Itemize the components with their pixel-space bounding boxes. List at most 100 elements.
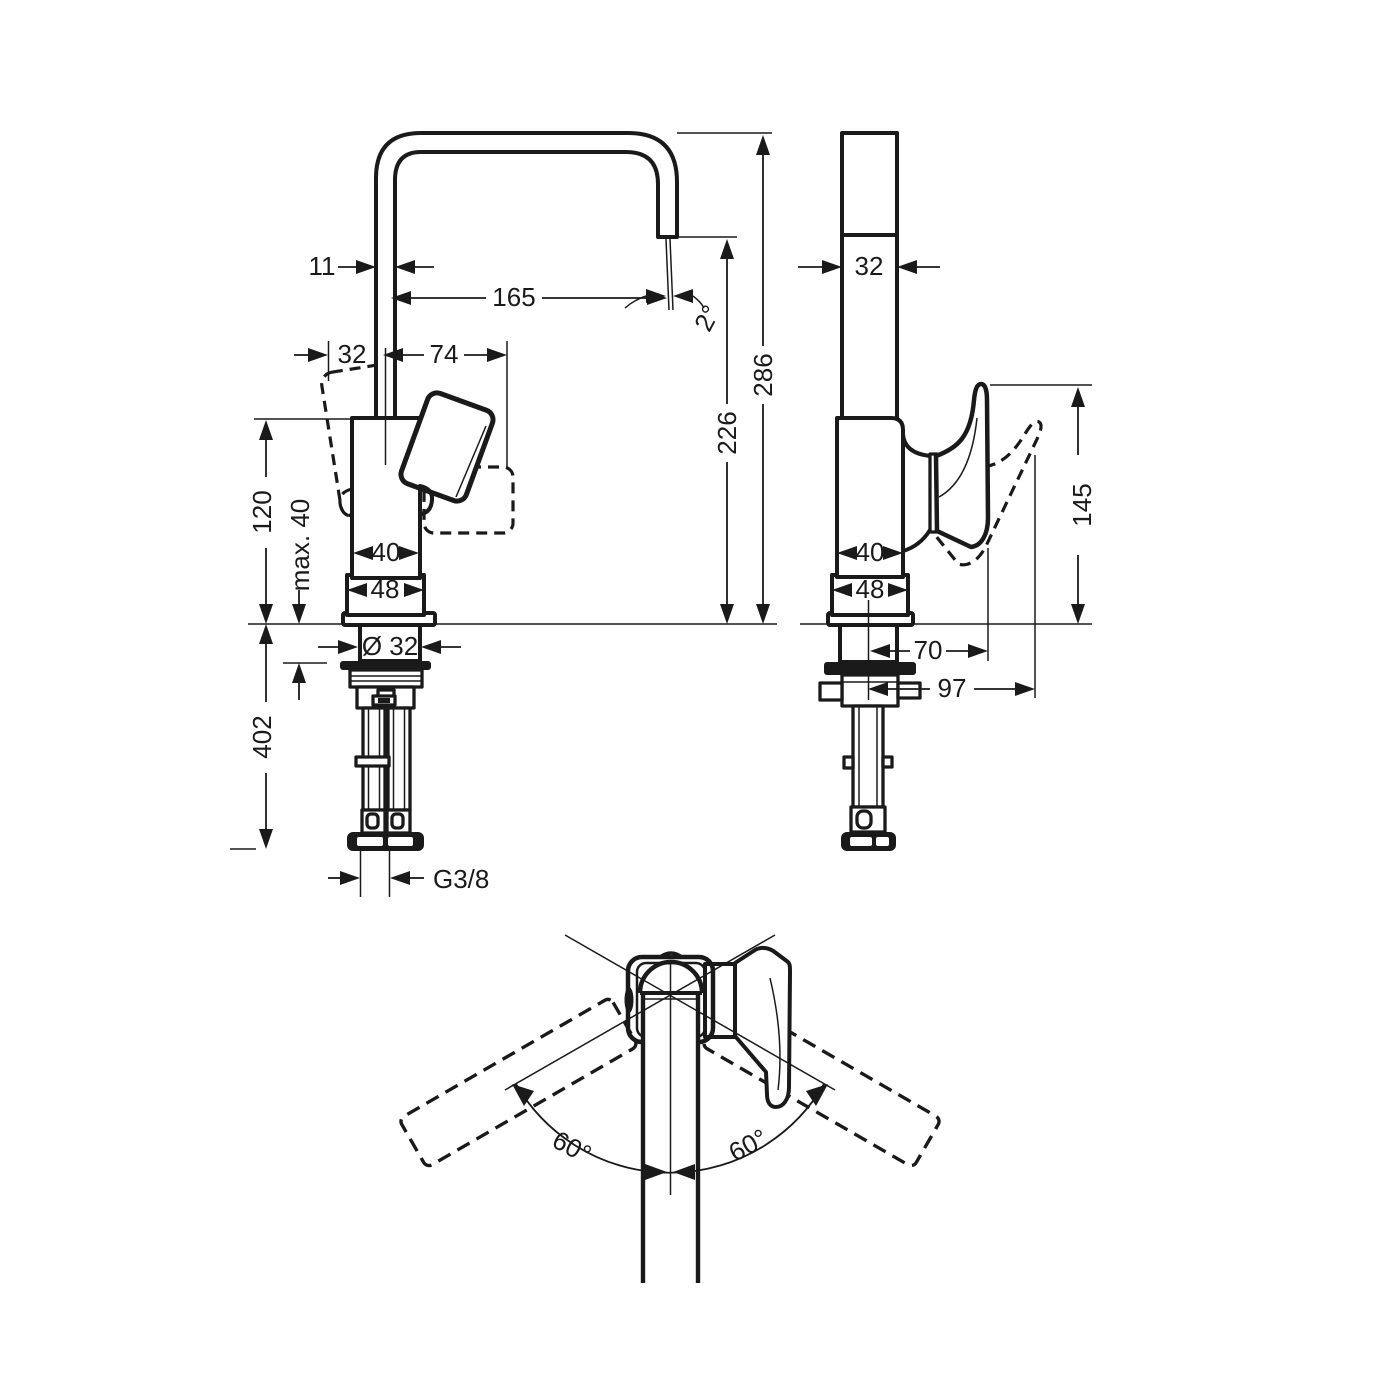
arrowhead bbox=[292, 604, 306, 624]
handle-dashed-pivot-nub bbox=[338, 487, 353, 518]
washer bbox=[340, 661, 431, 670]
dim-under-counter: 402 bbox=[247, 715, 277, 758]
arrowhead bbox=[259, 604, 273, 624]
pivot-pin-plan bbox=[624, 987, 634, 1013]
top-view: 60° 60° bbox=[399, 934, 941, 1283]
hose-band bbox=[354, 755, 391, 768]
nut-tab-right bbox=[896, 681, 922, 700]
arrowhead bbox=[720, 604, 734, 624]
arrowhead bbox=[356, 260, 376, 274]
arrowhead bbox=[340, 871, 360, 885]
handle-dashed-open-position bbox=[933, 419, 1043, 567]
side-view-dimensions: 32 145 40 48 70 97 bbox=[798, 251, 1097, 703]
arrowhead bbox=[1071, 387, 1085, 407]
dim-thread: G3/8 bbox=[433, 864, 489, 894]
dim-width-base: 48 bbox=[371, 574, 400, 604]
dim-depth-base: 48 bbox=[856, 574, 885, 604]
handle-blade-inner-edge bbox=[455, 425, 487, 498]
connector-bracket bbox=[347, 832, 424, 851]
washer bbox=[824, 662, 916, 675]
arrowhead bbox=[391, 291, 411, 305]
arrowhead bbox=[308, 348, 328, 362]
hose-nub bbox=[881, 755, 894, 769]
connector-slot bbox=[390, 812, 405, 830]
arrowhead bbox=[756, 135, 770, 155]
mounting-nut bbox=[840, 673, 900, 708]
arrowhead bbox=[1015, 682, 1035, 696]
handle-neck bbox=[901, 432, 932, 458]
dim-pipe-width: 11 bbox=[309, 251, 336, 281]
arrowhead bbox=[832, 583, 852, 597]
supply-hose bbox=[851, 704, 885, 809]
body-top-dome bbox=[658, 951, 684, 959]
handle-mount-plan bbox=[703, 962, 737, 1039]
handle-blade bbox=[933, 381, 991, 550]
arrowhead bbox=[421, 640, 441, 654]
arrowhead bbox=[390, 871, 410, 885]
handle-neck bbox=[901, 528, 932, 553]
arrowhead bbox=[822, 260, 842, 274]
arrowhead bbox=[673, 1164, 695, 1180]
hose-nub bbox=[842, 755, 855, 770]
handle-pivot-nub bbox=[418, 484, 435, 516]
dim-depth-top: 40 bbox=[856, 537, 885, 567]
front-view-dimensions: 11 32 74 165 2° 226 bbox=[230, 132, 778, 894]
spout-column bbox=[840, 131, 899, 421]
arrowhead bbox=[888, 583, 908, 597]
arrowhead bbox=[883, 546, 903, 560]
connector-slot bbox=[855, 809, 873, 830]
arrowhead bbox=[870, 644, 890, 658]
arrowhead bbox=[347, 583, 367, 597]
arrowhead bbox=[383, 348, 403, 362]
arrowhead bbox=[897, 260, 917, 274]
arrowhead bbox=[646, 289, 666, 303]
fixing-clip-slot bbox=[378, 698, 390, 703]
arrowhead bbox=[259, 624, 273, 644]
handle-dashed-open-position bbox=[422, 465, 515, 535]
leader-curve bbox=[692, 295, 705, 309]
body-base bbox=[345, 573, 426, 617]
mounting-nut bbox=[348, 668, 424, 689]
connector-slot bbox=[365, 812, 380, 830]
spout-tube bbox=[374, 131, 679, 422]
dim-handle-left: 32 bbox=[338, 339, 367, 369]
dim-width-top: 40 bbox=[372, 537, 401, 567]
arrowhead bbox=[399, 546, 419, 560]
arrowhead bbox=[868, 682, 888, 696]
body-base bbox=[830, 573, 910, 617]
dim-handle-height: 145 bbox=[1067, 483, 1097, 526]
arrowhead bbox=[673, 289, 693, 303]
dim-mount-max: max. 40 bbox=[285, 499, 315, 592]
swivel-angle-arc bbox=[515, 1083, 825, 1174]
body-column bbox=[835, 416, 905, 579]
arrowhead bbox=[837, 546, 857, 560]
supply-hose-right bbox=[386, 706, 412, 812]
arrowhead bbox=[1071, 604, 1085, 624]
arrowhead bbox=[487, 348, 507, 362]
swivel-radius-line-right bbox=[564, 934, 836, 1091]
dim-shank-diameter: Ø 32 bbox=[362, 631, 418, 661]
water-stream-line bbox=[665, 238, 670, 311]
arrowhead bbox=[259, 420, 273, 440]
arrowhead bbox=[292, 663, 306, 683]
bracket-slot bbox=[876, 837, 889, 846]
arrowhead bbox=[395, 260, 415, 274]
arrowhead bbox=[404, 583, 424, 597]
arrowhead bbox=[720, 239, 734, 259]
dim-reach: 165 bbox=[492, 282, 535, 312]
arrowhead bbox=[338, 640, 358, 654]
swivel-radius-line-left bbox=[504, 934, 776, 1091]
side-view bbox=[800, 131, 1092, 851]
dim-handle-proj: 70 bbox=[914, 635, 943, 665]
arrowhead bbox=[806, 1084, 828, 1106]
arrowhead bbox=[259, 829, 273, 849]
dim-total-height: 286 bbox=[748, 353, 778, 396]
bracket-slot bbox=[850, 837, 872, 846]
nut-tab-left bbox=[818, 681, 844, 702]
arrowhead bbox=[756, 604, 770, 624]
dim-handle-proj-max: 97 bbox=[938, 673, 967, 703]
water-stream-line bbox=[669, 238, 674, 311]
arrowhead bbox=[512, 1084, 534, 1106]
arrowhead bbox=[968, 644, 988, 658]
